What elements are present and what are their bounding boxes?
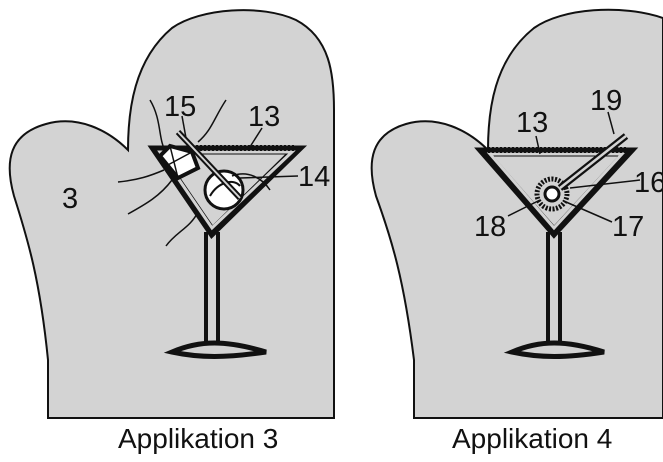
panel-left: 3 15 13 14 (8, 9, 335, 419)
caption-right: Applikation 4 (452, 423, 613, 454)
martini-glass-right (474, 133, 639, 359)
label-olive-16: 16 (634, 167, 663, 199)
oven-mitt-left (8, 9, 335, 419)
label-rim-13: 13 (248, 101, 280, 133)
oven-mitt-right (370, 8, 663, 419)
panel-right: 13 19 16 17 18 (370, 8, 663, 419)
martini-glass-left (147, 129, 308, 359)
label-olive-14: 14 (298, 161, 330, 193)
olive-ring-right (534, 176, 570, 212)
label-ring-17: 17 (612, 211, 644, 243)
label-mitt-3: 3 (62, 183, 78, 215)
label-rim-13: 13 (516, 107, 548, 139)
label-pick-15: 15 (164, 91, 196, 123)
caption-left: Applikation 3 (118, 423, 279, 454)
olive-center-right (543, 185, 561, 203)
label-pick-19: 19 (590, 85, 622, 117)
olive-left (203, 169, 245, 211)
label-center-18: 18 (474, 211, 506, 243)
thread-lines-left (117, 99, 271, 247)
